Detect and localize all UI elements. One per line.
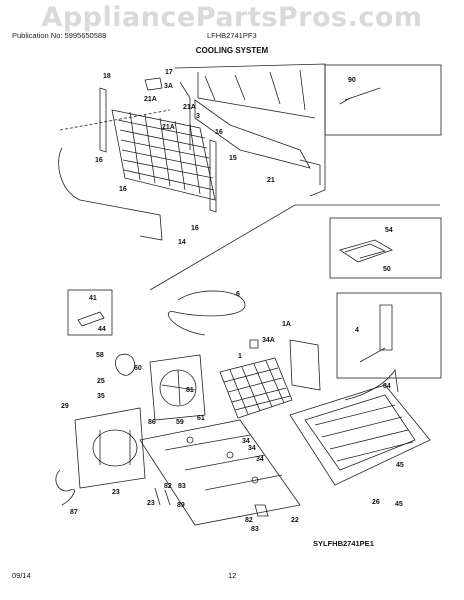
callout-58: 58 <box>96 352 104 359</box>
callout-45-2: 45 <box>395 501 403 508</box>
callout-44: 44 <box>98 326 106 333</box>
callout-29: 29 <box>61 403 69 410</box>
callout-87: 87 <box>70 509 78 516</box>
inset-box-54 <box>329 217 442 279</box>
callout-18: 18 <box>103 73 111 80</box>
callout-34a: 34A <box>262 337 275 344</box>
section-title: COOLING SYSTEM <box>195 46 269 55</box>
evaporator-drawing <box>58 77 217 241</box>
publication-number: Publication No: 5995650588 <box>12 31 107 40</box>
callout-83-1: 83 <box>178 483 186 490</box>
callout-1a: 1A <box>282 321 291 328</box>
compressor-drawing <box>74 407 146 489</box>
drain-pan-drawing <box>289 368 431 486</box>
callout-84: 84 <box>383 383 391 390</box>
condenser-drawing <box>219 339 321 419</box>
callout-34-1: 34 <box>242 438 250 445</box>
callout-23-1: 23 <box>112 489 120 496</box>
callout-4: 4 <box>355 327 359 334</box>
callout-81: 81 <box>186 387 194 394</box>
base-plate-drawing <box>139 419 301 526</box>
harness-drawing <box>55 469 75 506</box>
callout-15: 15 <box>229 155 237 162</box>
callout-21a-2: 21A <box>183 104 196 111</box>
callout-34-3: 34 <box>256 456 264 463</box>
callout-21a-1: 21A <box>144 96 157 103</box>
fan-drawing <box>149 354 206 421</box>
diagram-reference: SYLFHB2741PE1 <box>313 539 374 548</box>
footer-date: 09/14 <box>12 571 31 580</box>
callout-60: 60 <box>134 365 142 372</box>
callout-86: 86 <box>148 419 156 426</box>
callout-6: 6 <box>236 291 240 298</box>
callout-54: 54 <box>385 227 393 234</box>
callout-82-1: 82 <box>164 483 172 490</box>
callout-50: 50 <box>383 266 391 273</box>
callout-59: 59 <box>176 419 184 426</box>
callout-45-1: 45 <box>396 462 404 469</box>
callout-35: 35 <box>97 393 105 400</box>
callout-1: 1 <box>238 353 242 360</box>
page-number: 12 <box>228 571 237 580</box>
callout-3a: 3A <box>164 83 173 90</box>
inset-box-41 <box>67 289 113 336</box>
callout-17: 17 <box>165 69 173 76</box>
callout-21: 21 <box>267 177 275 184</box>
callout-83-2: 83 <box>251 526 259 533</box>
model-number: LFHB2741PF3 <box>207 31 257 40</box>
callout-61: 61 <box>197 415 205 422</box>
callout-34-2: 34 <box>248 445 256 452</box>
callout-labels: 18 17 3A 21A 21A 21A 3 16 16 16 16 15 14… <box>61 69 404 533</box>
callout-16-mid: 16 <box>119 186 127 193</box>
callout-14: 14 <box>178 239 186 246</box>
callout-23-2: 23 <box>147 500 155 507</box>
callout-16-low: 16 <box>191 225 199 232</box>
callout-89: 89 <box>177 502 185 509</box>
callout-16-top: 16 <box>215 129 223 136</box>
callout-21a-3: 21A <box>162 124 175 131</box>
callout-41: 41 <box>89 295 97 302</box>
callout-25: 25 <box>97 378 105 385</box>
inset-box-4 <box>336 292 442 379</box>
callout-26: 26 <box>372 499 380 506</box>
callout-82-2: 82 <box>245 517 253 524</box>
callout-22: 22 <box>291 517 299 524</box>
callout-90: 90 <box>348 77 356 84</box>
callout-3: 3 <box>196 113 200 120</box>
inset-box-90 <box>324 64 442 136</box>
power-cord-drawing <box>167 290 246 336</box>
watermark: AppliancePartsPros.com <box>41 2 423 33</box>
callout-16-left: 16 <box>95 157 103 164</box>
